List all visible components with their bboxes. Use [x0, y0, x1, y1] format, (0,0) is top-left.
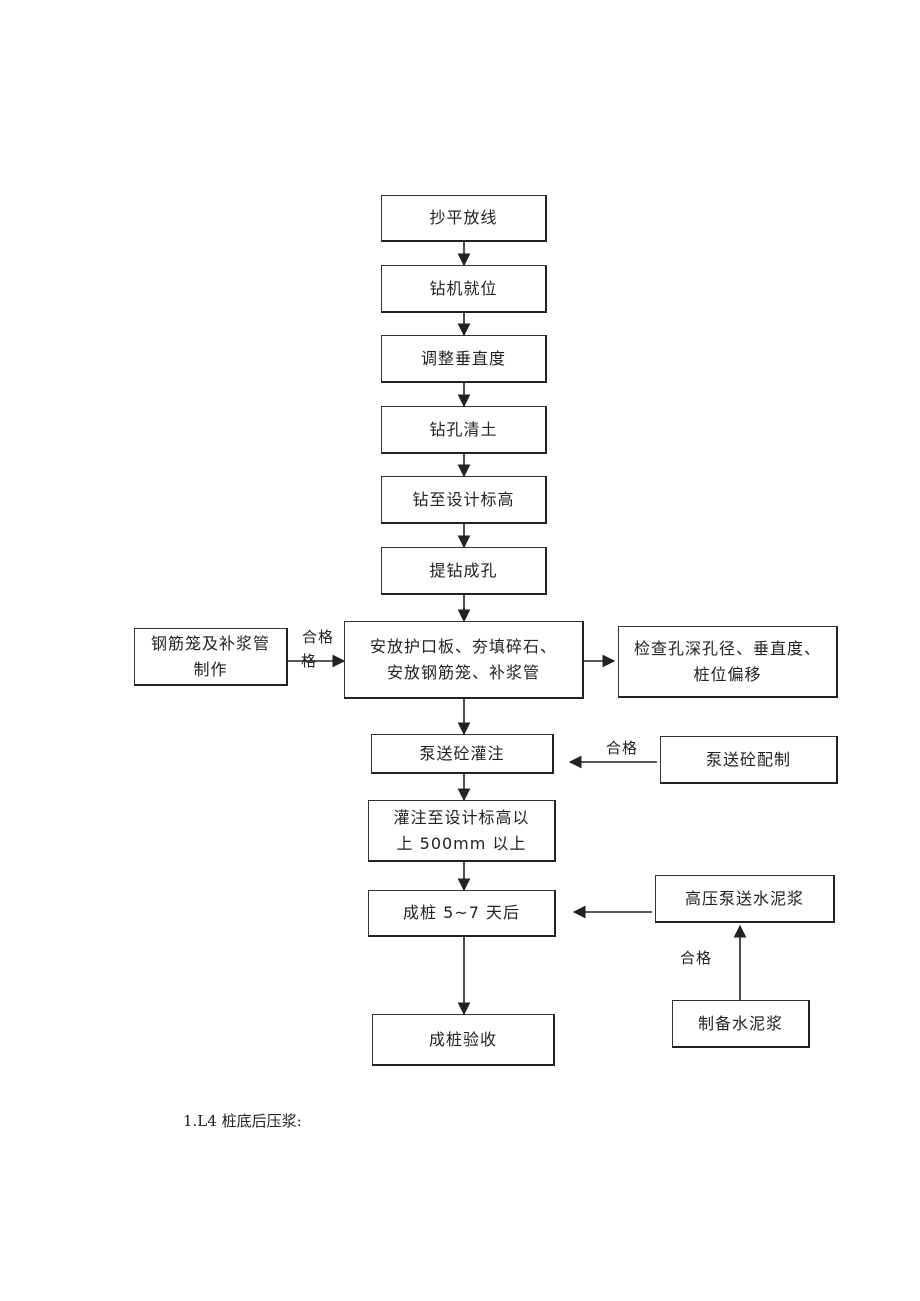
side-high-pressure-grout: 高压泵送水泥浆: [655, 875, 835, 923]
step-pour-line1: 灌注至设计标高以: [393, 807, 530, 827]
section-caption: 1.L4 桩底后压浆:: [183, 1112, 302, 1130]
side-check-line2: 桩位偏移: [693, 664, 762, 684]
side-cage-and-pipe-fabrication: 钢筋笼及补浆管 制作: [134, 628, 288, 686]
step-drill-clear-soil: 钻孔清土: [381, 406, 547, 454]
step-survey-setout: 抄平放线: [381, 195, 547, 242]
step-pour-line2: 上 500mm 以上: [396, 833, 527, 853]
pass-label-concrete: 合格: [606, 739, 639, 757]
side-concrete-preparation: 泵送砼配制: [660, 736, 838, 784]
side-cage-line2: 制作: [193, 659, 228, 679]
step-pile-acceptance: 成桩验收: [372, 1014, 555, 1066]
step-install-line1: 安放护口板、夯填碎石、: [369, 636, 557, 656]
side-check-depth-diameter: 检查孔深孔径、垂直度、 桩位偏移: [618, 626, 838, 698]
step-install-line2: 安放钢筋笼、补浆管: [386, 662, 540, 682]
step-rig-position: 钻机就位: [381, 265, 547, 313]
side-prepare-grout: 制备水泥浆: [672, 1000, 810, 1048]
pass-label-cage: 合格: [302, 628, 335, 646]
side-check-line1: 检查孔深孔径、垂直度、: [633, 638, 821, 658]
pass-label-grout: 合格: [680, 949, 713, 967]
step-pour-to-elevation: 灌注至设计标高以 上 500mm 以上: [368, 800, 556, 862]
step-lift-drill-form-hole: 提钻成孔: [381, 547, 547, 595]
step-drill-to-design-elevation: 钻至设计标高: [381, 476, 547, 524]
step-pump-concrete-pour: 泵送砼灌注: [371, 734, 554, 774]
step-adjust-verticality: 调整垂直度: [381, 335, 547, 383]
pass-label-cage-2: 格: [301, 652, 318, 670]
side-cage-line1: 钢筋笼及补浆管: [150, 633, 270, 653]
step-install-cage-and-pipe: 安放护口板、夯填碎石、 安放钢筋笼、补浆管: [344, 621, 584, 699]
step-after-pile-days: 成桩 5~7 天后: [368, 890, 556, 937]
